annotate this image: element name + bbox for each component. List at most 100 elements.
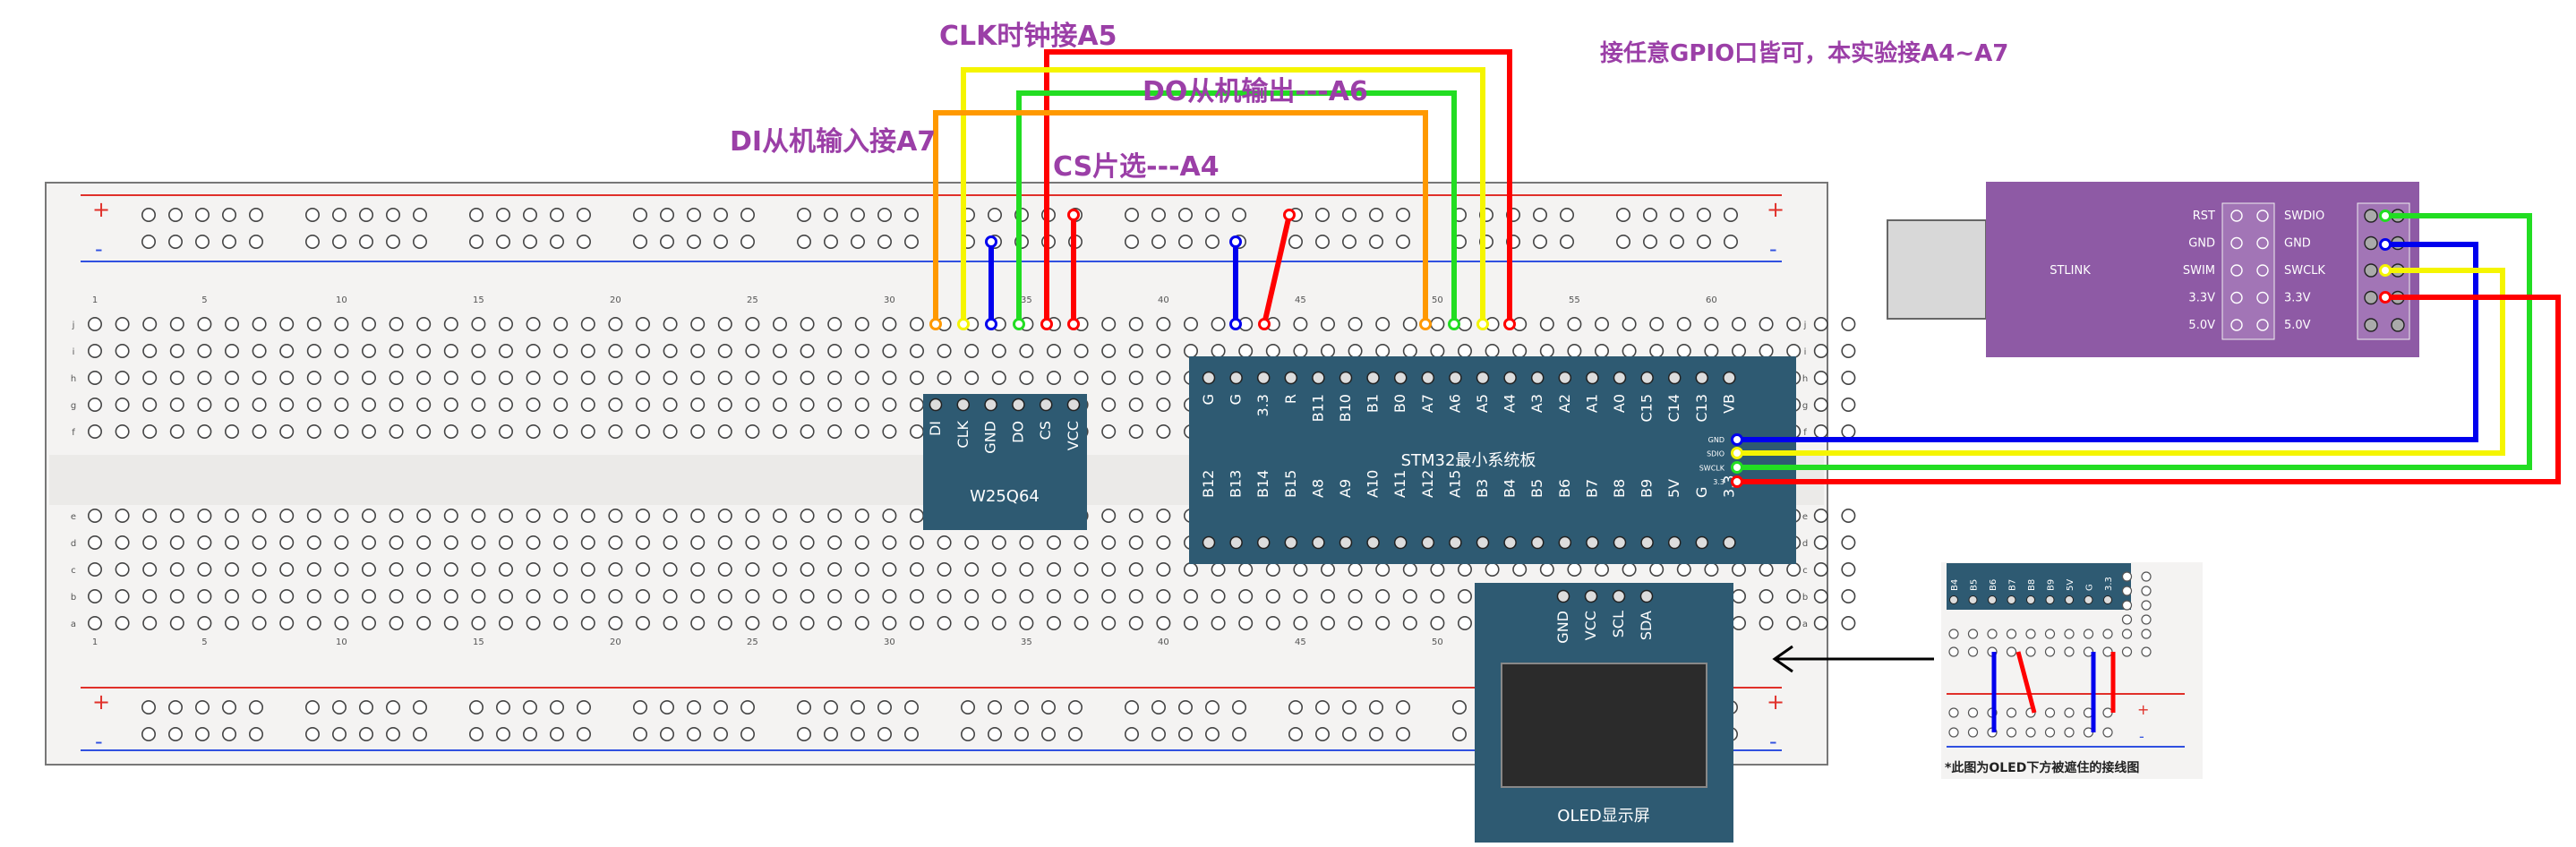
breadboard-hole <box>1128 424 1143 439</box>
breadboard-hole <box>471 588 486 603</box>
breadboard-hole <box>169 316 184 331</box>
breadboard-hole <box>1512 343 1528 358</box>
breadboard-hole <box>686 208 701 223</box>
breadboard-hole <box>1813 316 1828 331</box>
stm32-pin <box>1667 535 1682 550</box>
breadboard-hole <box>526 535 541 550</box>
breadboard-hole <box>1622 316 1637 331</box>
column-number: 5 <box>201 637 207 647</box>
breadboard-hole <box>659 726 674 741</box>
breadboard-hole <box>1101 588 1117 603</box>
breadboard-hole <box>827 535 843 550</box>
breadboard-hole <box>1676 316 1691 331</box>
stm32-pin-label: A2 <box>1556 394 1573 413</box>
breadboard-hole <box>854 424 869 439</box>
breadboard-hole <box>1128 316 1143 331</box>
breadboard-hole <box>526 370 541 385</box>
inset-pin-label: B5 <box>1970 579 1980 591</box>
column-number: 45 <box>1295 637 1306 647</box>
breadboard-hole <box>1402 588 1417 603</box>
breadboard-hole <box>1019 561 1034 577</box>
breadboard-hole <box>1348 343 1363 358</box>
breadboard-hole <box>1128 615 1143 630</box>
breadboard-hole <box>225 370 240 385</box>
breadboard-hole <box>385 726 400 741</box>
stlink-pin <box>2230 319 2243 331</box>
breadboard-hole <box>169 508 184 523</box>
breadboard-hole <box>635 615 650 630</box>
breadboard-hole <box>549 208 564 223</box>
breadboard-hole <box>279 535 295 550</box>
breadboard-hole <box>1211 588 1226 603</box>
breadboard-hole <box>279 397 295 412</box>
breadboard-hole <box>334 615 349 630</box>
breadboard-hole <box>1732 316 1747 331</box>
breadboard-hole <box>142 561 158 577</box>
wire-cs-a4 <box>1044 49 1512 324</box>
inset-pin-label: G <box>2085 584 2095 591</box>
stm32-pin <box>1421 371 1435 385</box>
breadboard-hole <box>522 234 537 249</box>
breadboard-hole <box>1348 316 1363 331</box>
column-number: 50 <box>1432 295 1443 305</box>
breadboard-hole <box>1125 208 1140 223</box>
breadboard-hole <box>1649 561 1665 577</box>
breadboard-hole <box>1156 561 1171 577</box>
breadboard-hole <box>306 370 321 385</box>
breadboard-hole <box>443 343 458 358</box>
breadboard-hole <box>686 699 701 714</box>
breadboard-hole <box>88 561 103 577</box>
breadboard-hole <box>823 726 838 741</box>
breadboard-hole <box>937 588 952 603</box>
breadboard-hole <box>663 316 678 331</box>
breadboard-hole <box>690 561 706 577</box>
breadboard-hole <box>222 208 237 223</box>
stm32-pin-label: G <box>1228 394 1245 405</box>
wire-end <box>1731 475 1743 488</box>
breadboard-hole <box>1128 561 1143 577</box>
inset-hole <box>2121 571 2133 582</box>
breadboard-hole <box>416 535 432 550</box>
breadboard-hole <box>385 699 400 714</box>
breadboard-hole <box>608 316 623 331</box>
breadboard-hole <box>141 234 157 249</box>
w25q64-pin <box>929 398 943 412</box>
breadboard-hole <box>1342 699 1357 714</box>
breadboard-hole <box>635 561 650 577</box>
breadboard-hole <box>1288 234 1304 249</box>
breadboard-hole <box>553 424 569 439</box>
breadboard-hole <box>745 561 760 577</box>
breadboard-hole <box>1458 615 1473 630</box>
breadboard-hole <box>1813 343 1828 358</box>
breadboard-hole <box>389 316 404 331</box>
stm32-pin <box>1476 535 1490 550</box>
breadboard-hole <box>608 397 623 412</box>
inset-hole <box>1948 707 1959 718</box>
stm32-pin <box>1421 535 1435 550</box>
breadboard-hole <box>1595 316 1610 331</box>
breadboard-hole <box>1539 343 1554 358</box>
breadboard-hole <box>854 588 869 603</box>
breadboard-hole <box>1293 343 1308 358</box>
row-label: f <box>1803 428 1807 438</box>
wire-end <box>1476 318 1489 330</box>
stm32-pin <box>1202 535 1216 550</box>
breadboard-hole <box>1560 208 1575 223</box>
wire-end <box>1283 209 1296 221</box>
stm32-pin <box>1695 535 1709 550</box>
breadboard-hole <box>909 316 924 331</box>
breadboard-hole <box>168 208 184 223</box>
breadboard-hole <box>745 343 760 358</box>
breadboard-hole <box>88 343 103 358</box>
breadboard-hole <box>1342 726 1357 741</box>
breadboard-hole <box>385 234 400 249</box>
breadboard-hole <box>331 699 347 714</box>
breadboard-hole <box>991 588 1006 603</box>
stlink-pin-label: SWDIO <box>2284 210 2324 223</box>
breadboard-hole <box>690 397 706 412</box>
stm32-pin <box>1339 371 1353 385</box>
breadboard-hole <box>690 316 706 331</box>
breadboard-hole <box>443 370 458 385</box>
